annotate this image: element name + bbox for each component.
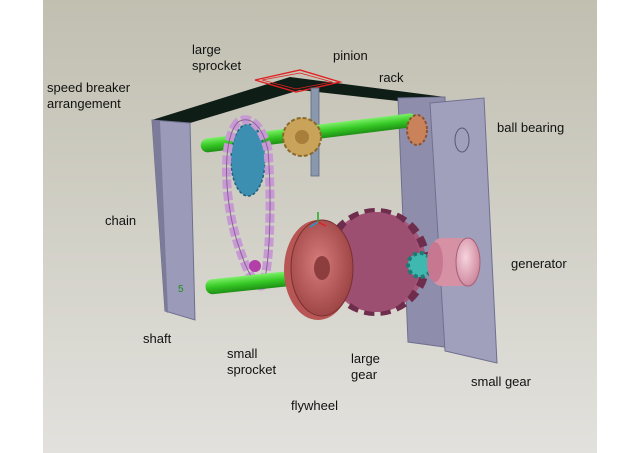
top-plate <box>152 77 445 123</box>
label-small-sprocket: small sprocket <box>227 346 277 377</box>
svg-text:5: 5 <box>178 284 184 295</box>
flywheel-part <box>284 219 354 320</box>
label-ball-bearing: ball bearing <box>497 120 565 135</box>
label-generator: generator <box>511 256 567 271</box>
label-rack: rack <box>379 70 404 85</box>
label-pinion: pinion <box>333 48 368 63</box>
label-shaft: shaft <box>143 331 172 346</box>
label-flywheel: flywheel <box>291 398 338 413</box>
label-chain: chain <box>105 213 137 228</box>
rack <box>254 69 343 93</box>
generator-part <box>427 237 481 287</box>
label-large-gear: large gear <box>351 351 380 382</box>
ball-bearing-part <box>406 114 428 146</box>
small-sprocket-part <box>249 260 261 272</box>
label-small-gear: small gear <box>471 374 531 389</box>
label-large-sprocket: large sprocket <box>192 42 242 73</box>
label-speed-breaker: speed breaker arrangement <box>47 80 131 111</box>
